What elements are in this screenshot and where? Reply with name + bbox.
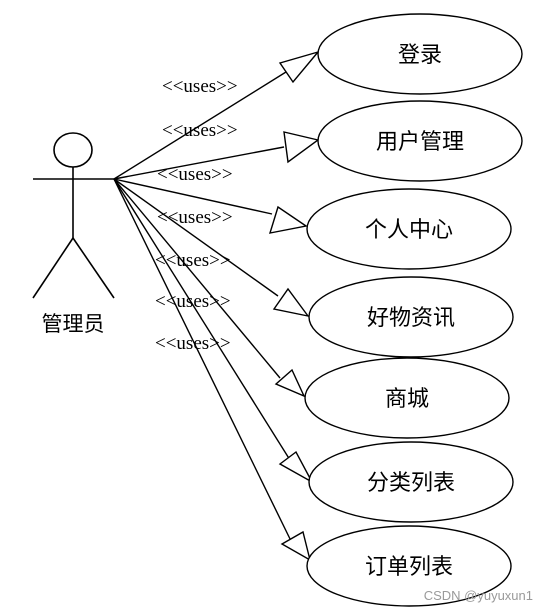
uses-label: <<uses>> [162,76,238,97]
use-cases: 登录 用户管理 个人中心 好物资讯 商城 分类列表 订单列表 [304,13,523,607]
use-case-personal-center: 个人中心 [306,188,512,270]
use-case-label: 订单列表 [365,555,453,580]
use-case-mall: 商城 [304,357,510,439]
association-good-stuff-news [113,178,310,318]
actor-head [53,132,93,168]
use-case-login: 登录 [317,13,523,95]
association-user-management [113,131,320,180]
uses-label: <<uses>> [155,291,231,312]
uses-label: <<uses>> [157,164,233,185]
actor-figure [32,132,115,299]
watermark: CSDN @yuyuxun1 [424,588,533,603]
uses-label: <<uses>> [162,120,238,141]
use-case-good-stuff-news: 好物资讯 [308,276,514,358]
use-case-label: 商城 [385,387,429,412]
use-case-category-list: 分类列表 [308,441,514,523]
use-case-label: 登录 [398,43,442,68]
association-category-list [113,178,314,484]
uses-label: <<uses>> [155,333,231,354]
use-case-label: 用户管理 [376,130,464,155]
actor-left-leg [32,237,74,299]
association-personal-center [113,178,308,234]
association-order-list [113,178,312,562]
associations [113,50,321,562]
association-mall [113,178,306,398]
use-case-label: 分类列表 [367,471,455,496]
actor-right-leg [72,237,115,299]
uses-labels: <<uses>> <<uses>> <<uses>> <<uses>> <<us… [155,76,238,354]
use-case-user-management: 用户管理 [317,100,523,182]
uses-label: <<uses>> [155,250,231,271]
use-case-order-list: 订单列表 [306,525,512,607]
association-login [113,50,321,180]
use-case-label: 个人中心 [365,218,453,243]
uses-label: <<uses>> [157,207,233,228]
use-case-label: 好物资讯 [367,306,455,331]
actor-name: 管理员 [42,312,105,336]
